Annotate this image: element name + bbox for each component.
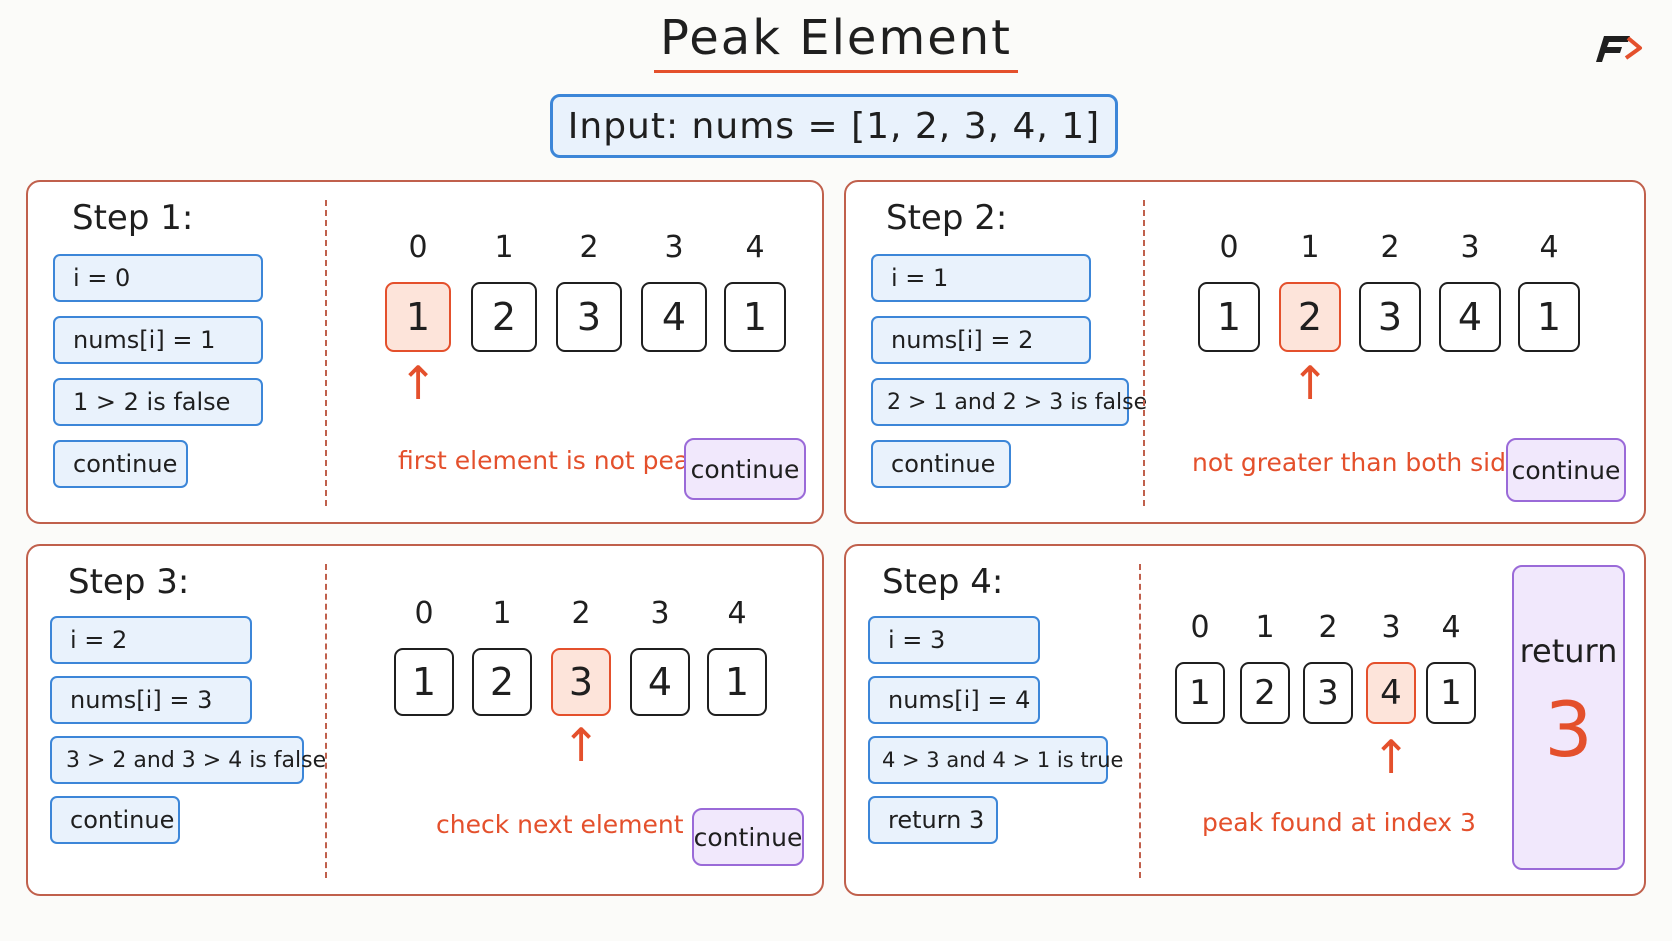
step-1-index: 1 (494, 230, 514, 265)
step-3-continue-button[interactable]: continue (692, 808, 804, 866)
step-4-array-cell: 1 (1175, 662, 1225, 724)
step-2-line-2: nums[i] = 2 (871, 316, 1091, 364)
step-3-title: Step 3: (68, 562, 190, 602)
step-1-note: first element is not peak (398, 446, 704, 475)
step-2-index: 1 (1300, 230, 1320, 265)
step-4-array-cell: 2 (1240, 662, 1290, 724)
step-3-index: 2 (571, 596, 591, 631)
step-3-divider (325, 564, 327, 878)
step-3-note: check next element (436, 810, 684, 839)
step-3-line-4: continue (50, 796, 180, 844)
step-1-array-cell: 2 (471, 282, 537, 352)
step-1-continue-button[interactable]: continue (684, 438, 806, 500)
return-label: return (1519, 632, 1618, 670)
step-2-continue-button[interactable]: continue (1506, 438, 1626, 502)
step-3-array-cell: 2 (472, 648, 532, 716)
step-1-array-cell: 3 (556, 282, 622, 352)
step-4-line-1: i = 3 (868, 616, 1040, 664)
step-2-index: 0 (1219, 230, 1239, 265)
input-text: Input: nums = [1, 2, 3, 4, 1] (567, 105, 1101, 147)
brand-logo-icon (1596, 36, 1642, 62)
return-result-box: return 3 (1512, 565, 1625, 870)
step-2-line-1: i = 1 (871, 254, 1091, 302)
page-title-wrap: Peak Element (0, 10, 1672, 73)
step-2-panel: Step 2: i = 1 nums[i] = 2 2 > 1 and 2 > … (844, 180, 1646, 524)
step-4-index: 4 (1441, 610, 1461, 645)
step-3-index: 4 (727, 596, 747, 631)
step-4-divider (1139, 564, 1141, 878)
step-2-array-cell: 1 (1198, 282, 1260, 352)
step-2-array-cell: 4 (1439, 282, 1501, 352)
step-1-line-3: 1 > 2 is false (53, 378, 263, 426)
step-1-index: 3 (664, 230, 684, 265)
step-1-up-arrow-icon: ↑ (398, 356, 438, 410)
step-2-title: Step 2: (886, 198, 1008, 238)
step-2-line-4: continue (871, 440, 1011, 488)
return-value: 3 (1544, 685, 1593, 774)
step-3-array-cell: 3 (551, 648, 611, 716)
step-1-panel: Step 1: i = 0 nums[i] = 1 1 > 2 is false… (26, 180, 824, 524)
step-3-line-2: nums[i] = 3 (50, 676, 252, 724)
step-4-title: Step 4: (882, 562, 1004, 602)
step-3-line-1: i = 2 (50, 616, 252, 664)
step-2-line-3: 2 > 1 and 2 > 3 is false (871, 378, 1147, 426)
step-3-index: 3 (650, 596, 670, 631)
step-2-note: not greater than both sides (1192, 448, 1535, 477)
page-title: Peak Element (654, 10, 1018, 73)
step-1-index: 0 (408, 230, 428, 265)
step-4-line-4: return 3 (868, 796, 998, 844)
step-2-index: 4 (1539, 230, 1559, 265)
step-3-panel: Step 3: i = 2 nums[i] = 3 3 > 2 and 3 > … (26, 544, 824, 896)
input-box: Input: nums = [1, 2, 3, 4, 1] (550, 94, 1118, 158)
step-1-divider (325, 200, 327, 506)
step-4-line-2: nums[i] = 4 (868, 676, 1040, 724)
step-3-line-3: 3 > 2 and 3 > 4 is false (50, 736, 326, 784)
step-4-index: 0 (1190, 610, 1210, 645)
step-4-array-cell: 4 (1366, 662, 1416, 724)
step-4-array-cell: 3 (1303, 662, 1353, 724)
step-1-array-cell: 1 (385, 282, 451, 352)
step-2-divider (1143, 200, 1145, 506)
step-1-line-1: i = 0 (53, 254, 263, 302)
step-2-index: 3 (1460, 230, 1480, 265)
step-3-index: 1 (492, 596, 512, 631)
step-1-array-cell: 1 (724, 282, 786, 352)
step-2-array-cell: 1 (1518, 282, 1580, 352)
step-2-array-cell: 3 (1359, 282, 1421, 352)
step-3-array-cell: 1 (707, 648, 767, 716)
step-1-index: 4 (745, 230, 765, 265)
step-1-index: 2 (579, 230, 599, 265)
step-2-index: 2 (1380, 230, 1400, 265)
step-4-array-cell: 1 (1426, 662, 1476, 724)
step-4-up-arrow-icon: ↑ (1371, 730, 1411, 784)
step-4-index: 2 (1318, 610, 1338, 645)
step-4-line-3: 4 > 3 and 4 > 1 is true (868, 736, 1123, 784)
step-4-note: peak found at index 3 (1202, 808, 1476, 837)
step-2-up-arrow-icon: ↑ (1290, 356, 1330, 410)
step-4-index: 3 (1381, 610, 1401, 645)
step-3-array-cell: 4 (630, 648, 690, 716)
step-3-up-arrow-icon: ↑ (561, 718, 601, 772)
step-3-index: 0 (414, 596, 434, 631)
step-2-array-cell: 2 (1279, 282, 1341, 352)
step-1-line-2: nums[i] = 1 (53, 316, 263, 364)
step-1-array-cell: 4 (641, 282, 707, 352)
step-1-title: Step 1: (72, 198, 194, 238)
step-3-array-cell: 1 (394, 648, 454, 716)
step-4-index: 1 (1255, 610, 1275, 645)
step-1-line-4: continue (53, 440, 188, 488)
